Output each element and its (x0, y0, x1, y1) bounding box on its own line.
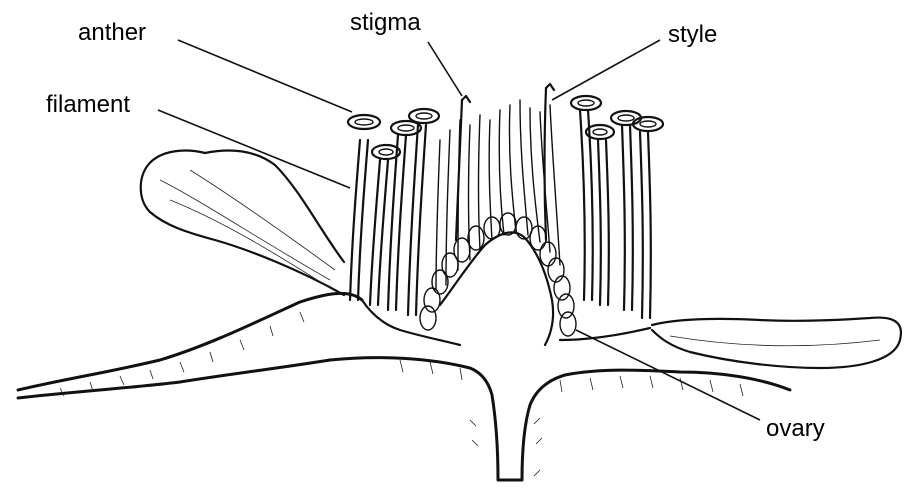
anther-leader (178, 40, 352, 112)
stigma-leader (428, 42, 462, 96)
leader-lines (158, 40, 760, 420)
right-petal (652, 318, 901, 368)
receptacle (18, 232, 790, 480)
label-anther: anther (78, 19, 146, 46)
labels: anther stigma style filament ovary (46, 9, 825, 442)
label-ovary: ovary (766, 415, 825, 442)
label-filament: filament (46, 91, 130, 118)
left-petal (141, 151, 344, 295)
label-style: style (668, 21, 717, 48)
stamens (348, 84, 663, 318)
filament-leader (158, 110, 350, 188)
style-leader (552, 40, 660, 100)
label-stigma: stigma (350, 9, 421, 36)
